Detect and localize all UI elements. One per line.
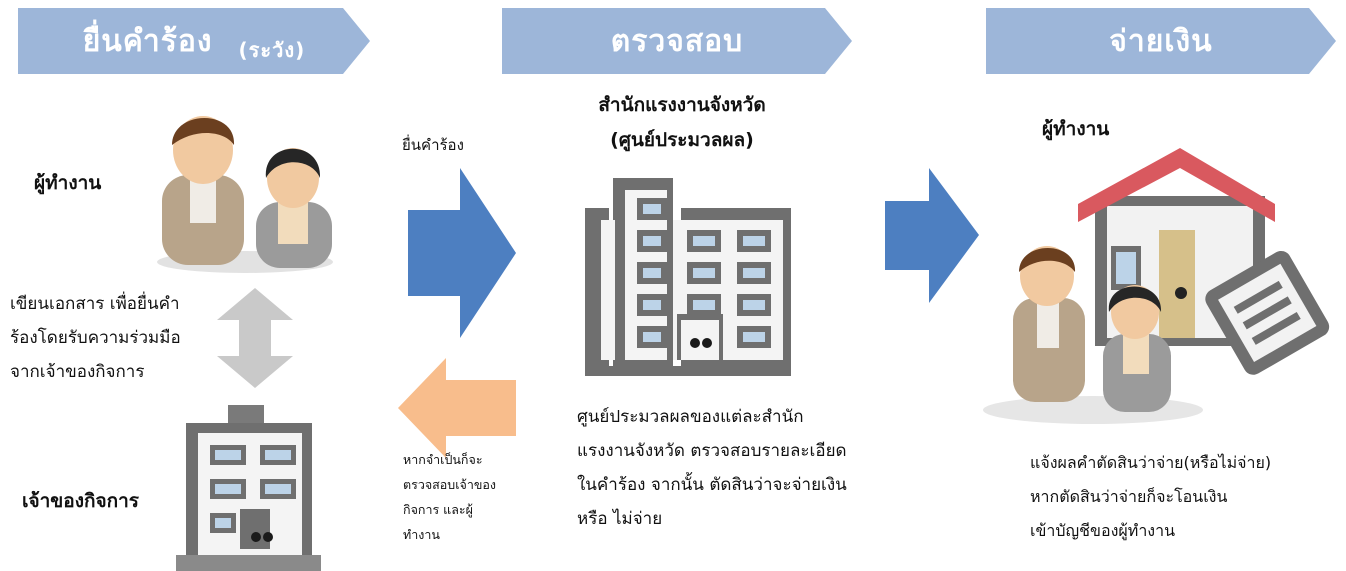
check-label-line: ทำงาน <box>403 527 440 542</box>
step1-desc-line: เขียนเอกสาร เพื่อยื่นคำ <box>10 294 180 314</box>
step3-description: แจ้งผลคำตัดสินว่าจ่าย(หรือไม่จ่าย) หากตั… <box>1030 446 1271 548</box>
banner-submit: ยื่นคำร้อง (ระวัง) <box>18 8 370 74</box>
office-title: สำนักแรงงานจังหวัด (ศูนย์ประมวลผล) <box>577 88 787 158</box>
workers-icon <box>157 116 333 273</box>
employer-building-icon <box>176 405 321 571</box>
step2-description: ศูนย์ประมวลผลของแต่ละสำนัก แรงงานจังหวัด… <box>577 400 847 536</box>
banner-submit-title: ยื่นคำร้อง <box>82 23 213 59</box>
step3-desc-line: แจ้งผลคำตัดสินว่าจ่าย(หรือไม่จ่าย) <box>1030 453 1272 472</box>
office-title-line: (ศูนย์ประมวลผล) <box>610 129 754 151</box>
payment-house-icon <box>983 148 1330 424</box>
step1-description: เขียนเอกสาร เพื่อยื่นคำ ร้องโดยรับความร่… <box>10 287 181 389</box>
banner-inspect-title: ตรวจสอบ <box>610 23 744 59</box>
step2-desc-line: ในคำร้อง จากนั้น ตัดสินว่าจะจ่ายเงิน <box>577 475 847 495</box>
office-building-icon <box>585 178 791 376</box>
check-label-line: ตรวจสอบเจ้าของ <box>403 477 497 492</box>
step1-desc-line: จากเจ้าของกิจการ <box>10 362 145 382</box>
step2-desc-line: ศูนย์ประมวลผลของแต่ละสำนัก <box>577 407 804 427</box>
check-label-line: หากจำเป็นก็จะ <box>403 452 483 467</box>
up-down-arrow-icon <box>217 288 293 388</box>
step2-desc-line: แรงงานจังหวัด ตรวจสอบรายละเอียด <box>577 441 847 461</box>
banner-submit-sub: (ระวัง) <box>238 38 306 62</box>
step1-desc-line: ร้องโดยรับความร่วมมือ <box>10 328 181 348</box>
return-arrow-icon <box>398 358 516 458</box>
banner-payment-title: จ่ายเงิน <box>1109 23 1213 59</box>
submit-arrow-icon <box>408 168 516 338</box>
worker-label: ผู้ทำงาน <box>34 172 102 194</box>
step3-desc-line: เข้าบัญชีของผู้ทำงาน <box>1030 521 1176 540</box>
payee-worker-label: ผู้ทำงาน <box>1042 118 1110 140</box>
submit-arrow-label: ยื่นคำร้อง <box>402 136 464 154</box>
step3-desc-line: หากตัดสินว่าจ่ายก็จะโอนเงิน <box>1030 487 1228 506</box>
check-label-line: กิจการ และผู้ <box>403 502 473 517</box>
step2-desc-line: หรือ ไม่จ่าย <box>577 509 663 529</box>
banner-payment: จ่ายเงิน <box>986 8 1336 74</box>
office-title-line: สำนักแรงงานจังหวัด <box>598 94 766 116</box>
banner-inspect: ตรวจสอบ <box>502 8 852 74</box>
check-arrow-label: หากจำเป็นก็จะ ตรวจสอบเจ้าของ กิจการ และผ… <box>403 447 496 547</box>
employer-label: เจ้าของกิจการ <box>22 490 139 512</box>
proceed-arrow-icon <box>885 168 979 303</box>
